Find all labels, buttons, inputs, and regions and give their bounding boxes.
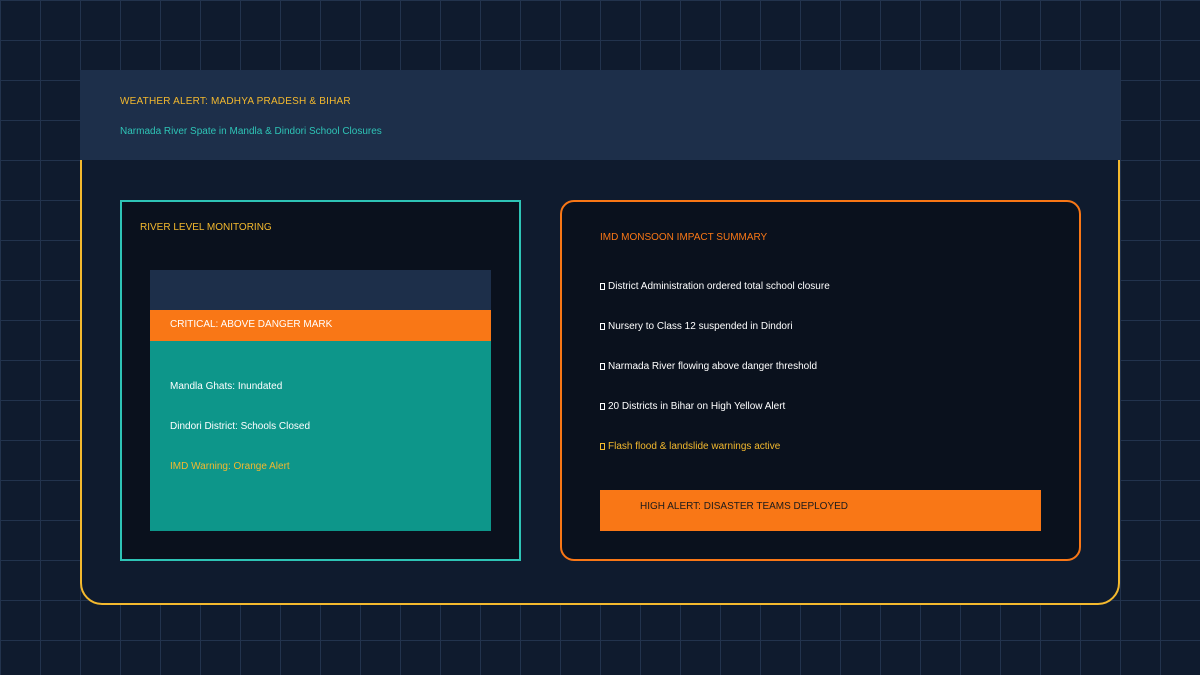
river-card-title: RIVER LEVEL MONITORING xyxy=(140,222,272,233)
danger-mark-label: CRITICAL: ABOVE DANGER MARK xyxy=(170,319,333,330)
square-bullet-icon xyxy=(600,403,605,410)
river-level-gauge: CRITICAL: ABOVE DANGER MARK Mandla Ghats… xyxy=(150,270,491,531)
impact-item-text: 20 Districts in Bihar on High Yellow Ale… xyxy=(608,401,786,412)
impact-item-text: Narmada River flowing above danger thres… xyxy=(608,361,818,372)
impact-item: 20 Districts in Bihar on High Yellow Ale… xyxy=(600,401,785,412)
imd-card-title: IMD MONSOON IMPACT SUMMARY xyxy=(600,232,768,243)
square-bullet-icon xyxy=(600,283,605,290)
impact-item-text: Nursery to Class 12 suspended in Dindori xyxy=(608,321,793,332)
square-bullet-icon xyxy=(600,363,605,370)
impact-item: Nursery to Class 12 suspended in Dindori xyxy=(600,321,793,332)
alert-subtitle: Narmada River Spate in Mandla & Dindori … xyxy=(120,126,382,137)
danger-mark-band: CRITICAL: ABOVE DANGER MARK xyxy=(150,310,491,341)
alert-kicker: WEATHER ALERT: MADHYA PRADESH & BIHAR xyxy=(120,96,351,107)
impact-item: Narmada River flowing above danger thres… xyxy=(600,361,817,372)
impact-item-text: District Administration ordered total sc… xyxy=(608,281,830,292)
square-bullet-icon xyxy=(600,443,605,450)
header-banner: WEATHER ALERT: MADHYA PRADESH & BIHAR Na… xyxy=(80,70,1120,160)
river-monitoring-card: RIVER LEVEL MONITORING CRITICAL: ABOVE D… xyxy=(120,200,521,561)
high-alert-bar: HIGH ALERT: DISASTER TEAMS DEPLOYED xyxy=(600,490,1041,531)
dindori-school-status: Dindori District: Schools Closed xyxy=(170,421,311,432)
impact-item: District Administration ordered total sc… xyxy=(600,281,830,292)
imd-impact-card: IMD MONSOON IMPACT SUMMARY District Admi… xyxy=(560,200,1081,561)
imd-warning-status: IMD Warning: Orange Alert xyxy=(170,461,290,472)
mandla-ghats-status: Mandla Ghats: Inundated xyxy=(170,381,283,392)
square-bullet-icon xyxy=(600,323,605,330)
impact-item-warning: Flash flood & landslide warnings active xyxy=(600,441,780,452)
impact-item-text: Flash flood & landslide warnings active xyxy=(608,441,781,452)
water-level-fill: Mandla Ghats: Inundated Dindori District… xyxy=(150,341,491,531)
high-alert-label: HIGH ALERT: DISASTER TEAMS DEPLOYED xyxy=(640,501,849,512)
